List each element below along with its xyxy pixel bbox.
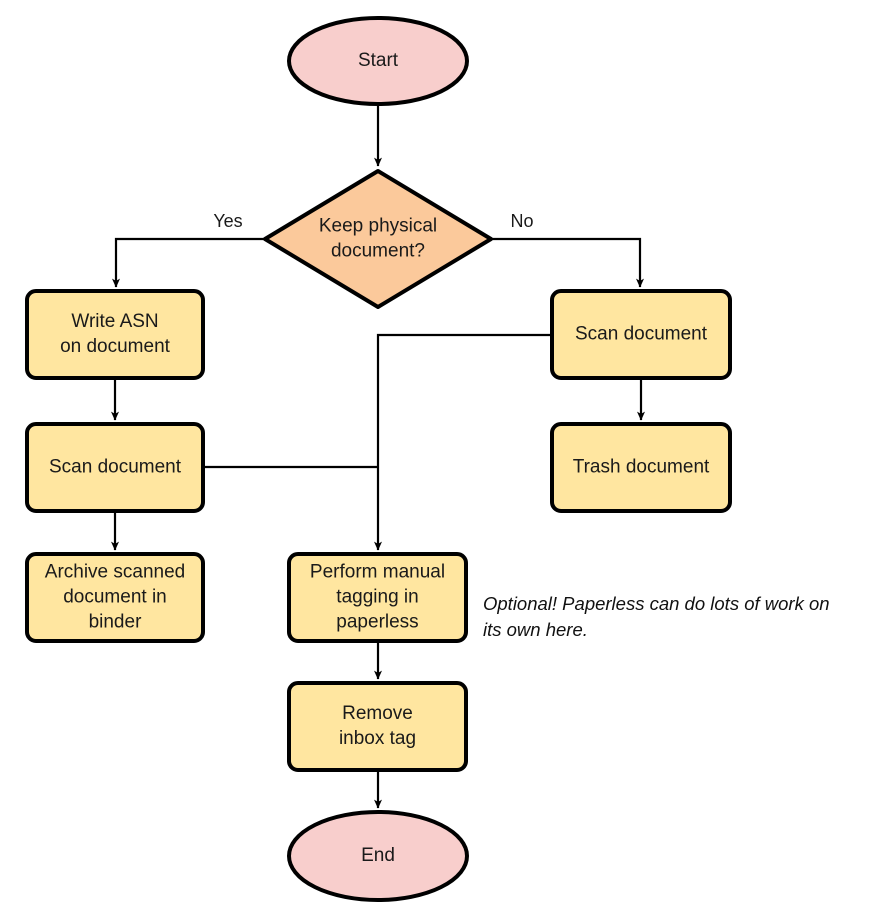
node-label: Start xyxy=(358,50,399,71)
node-shape-rect xyxy=(287,552,468,643)
flow-node-scan-document-left[interactable]: Scan document xyxy=(25,422,205,513)
flow-edge xyxy=(491,237,644,288)
node-label: End xyxy=(361,845,395,866)
edge-label-no: No xyxy=(510,211,533,231)
annotation-optional-note: Optional! Paperless can do lots of work … xyxy=(483,593,830,640)
node-shape-rect xyxy=(550,289,732,380)
node-shape-diamond xyxy=(263,169,493,309)
node-shape-ellipse xyxy=(287,16,469,106)
node-shape-rect xyxy=(287,681,468,772)
flow-node-end[interactable]: End xyxy=(287,810,469,902)
edge-label-yes: Yes xyxy=(213,211,242,231)
node-label: Trash document xyxy=(573,457,710,478)
edges-layer xyxy=(111,105,645,809)
flow-edge xyxy=(112,237,265,288)
edge-labels-layer: Yes No xyxy=(213,211,533,231)
node-shape-rect xyxy=(25,289,205,380)
node-shape-rect xyxy=(25,552,205,643)
node-label: Scan document xyxy=(575,324,708,345)
flow-node-start[interactable]: Start xyxy=(287,16,469,106)
flow-edge xyxy=(374,333,552,551)
annotations-layer: Optional! Paperless can do lots of work … xyxy=(483,593,830,640)
node-shape-rect xyxy=(550,422,732,513)
node-shape-rect xyxy=(25,422,205,513)
flow-node-scan-document-right[interactable]: Scan document xyxy=(550,289,732,380)
flow-node-trash-document[interactable]: Trash document xyxy=(550,422,732,513)
node-label: Scan document xyxy=(49,457,182,478)
node-shape-ellipse xyxy=(287,810,469,902)
